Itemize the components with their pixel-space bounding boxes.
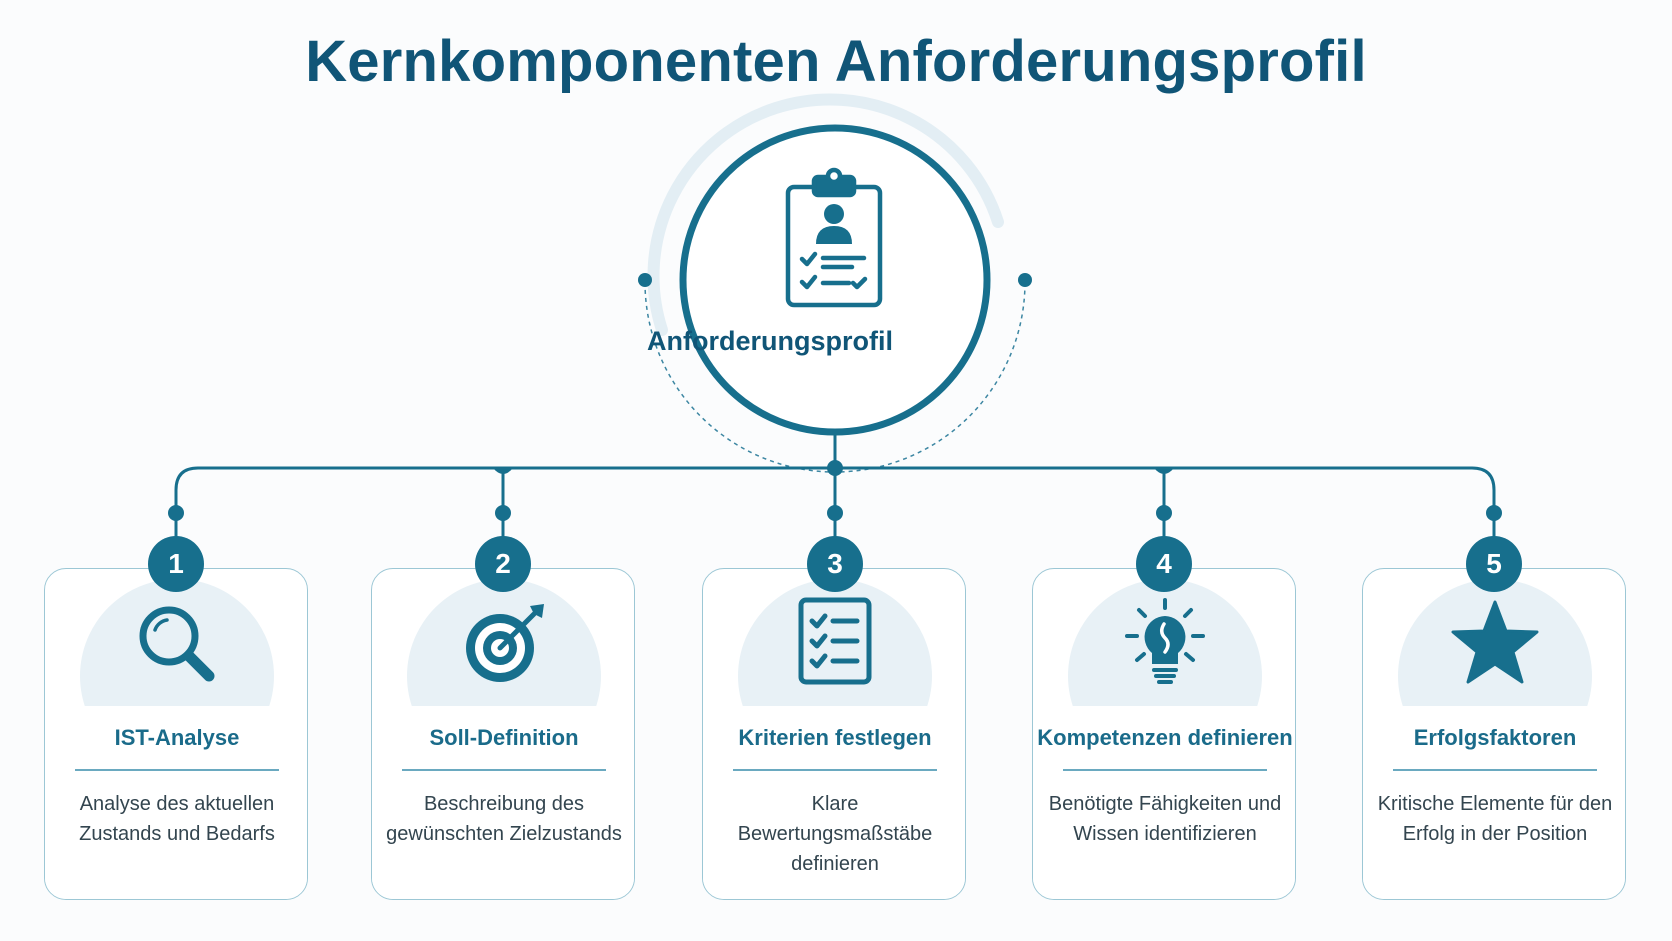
divider [75, 769, 279, 771]
star-icon [1451, 600, 1539, 684]
center-label: Anforderungsprofil [647, 326, 893, 356]
page-title: Kernkomponenten Anforderungsprofil [305, 29, 1367, 94]
step-number-badge: 3 [807, 536, 863, 592]
step-title: Kriterien festlegen [738, 725, 932, 750]
step-title: Erfolgsfaktoren [1413, 725, 1577, 750]
step-card-ist-analyse: IST-Analyse Analyse des aktuellen Zustan… [44, 568, 308, 900]
step-card-kompetenzen-definieren: Kompetenzen definieren Benötigte Fähigke… [1032, 568, 1296, 900]
lightbulb-icon [1125, 598, 1205, 684]
divider [733, 769, 937, 771]
divider [1063, 769, 1267, 771]
step-description: Benötigte Fähigkeiten und Wissen identif… [1048, 793, 1282, 845]
step-number-badge: 5 [1466, 536, 1522, 592]
step-title: IST-Analyse [114, 725, 240, 750]
clipboard-profile-icon [785, 167, 883, 308]
step-description: Kritische Elemente für den Erfolg in der… [1377, 793, 1613, 845]
arc-dot-right [1018, 273, 1032, 287]
step-number-badge: 1 [148, 536, 204, 592]
step-card-kriterien-festlegen: Kriterien festlegen Klare Bewertungsmaßs… [702, 568, 966, 900]
step-title: Soll-Definition [429, 725, 579, 750]
target-icon [466, 604, 544, 682]
step-number-badge: 2 [475, 536, 531, 592]
step-description: Beschreibung des gewünschten Zielzustand… [386, 793, 622, 845]
step-card-erfolgsfaktoren: Erfolgsfaktoren Kritische Elemente für d… [1362, 568, 1626, 900]
checklist-icon [798, 597, 872, 685]
divider [1393, 769, 1597, 771]
step-description: Klare Bewertungsmaßstäbe definieren [737, 793, 933, 875]
decorative-arc [647, 93, 1004, 336]
divider [402, 769, 606, 771]
step-card-soll-definition: Soll-Definition Beschreibung des gewünsc… [371, 568, 635, 900]
arc-dot-left [638, 273, 652, 287]
step-number-badge: 4 [1136, 536, 1192, 592]
step-title: Kompetenzen definieren [1037, 725, 1293, 750]
magnifier-icon [139, 606, 215, 682]
step-description: Analyse des aktuellen Zustands und Bedar… [79, 793, 275, 845]
